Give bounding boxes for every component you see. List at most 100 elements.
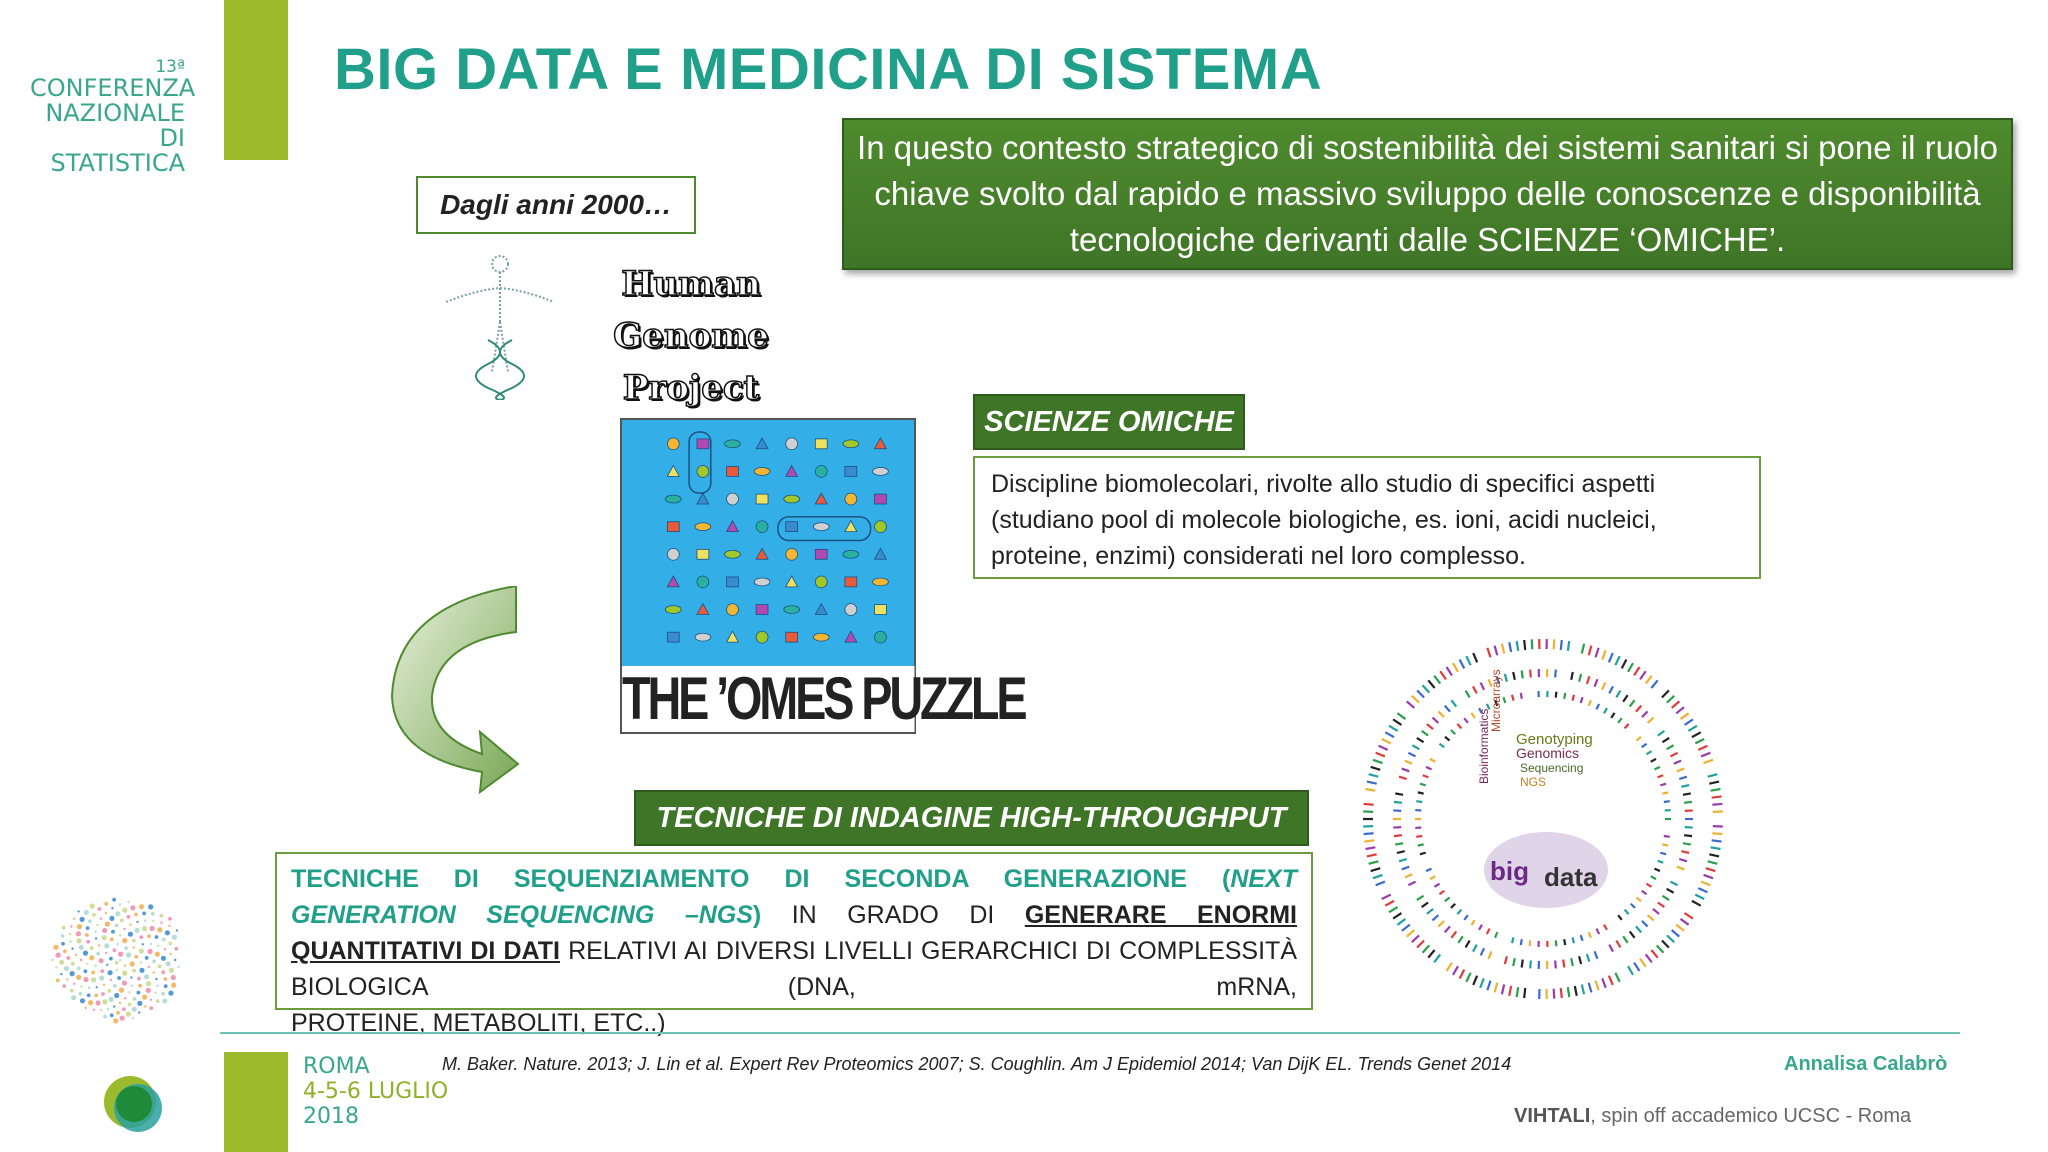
circos-tick — [1610, 712, 1616, 719]
molecule-glyph — [783, 494, 800, 504]
circos-tick — [1673, 759, 1682, 765]
circos-tick — [1388, 724, 1399, 732]
circos-tick — [1585, 676, 1591, 685]
logo-ordinal: 13ª — [155, 57, 185, 77]
pin-dot — [63, 949, 67, 954]
circos-tick — [1493, 645, 1499, 656]
circos-tick — [1552, 639, 1556, 650]
circos-tick — [1682, 842, 1691, 846]
circos-tick — [1627, 662, 1634, 673]
pin-dot — [138, 1011, 141, 1014]
circos-tick — [1421, 944, 1431, 954]
molecule-glyph — [755, 493, 769, 505]
pin-dot — [157, 927, 163, 933]
molecule-glyph — [874, 630, 887, 644]
event-year: 2018 — [303, 1104, 359, 1129]
pin-dot — [157, 964, 162, 969]
pin-dot — [142, 994, 148, 1000]
pin-dot — [139, 904, 145, 910]
pin-dot — [116, 1010, 120, 1015]
pin-dot — [108, 996, 114, 1002]
pin-dot — [156, 984, 159, 987]
word-microarrays: Microarrays — [1489, 669, 1503, 732]
circos-tick — [1661, 689, 1670, 699]
circos-tick — [1406, 929, 1416, 938]
circos-tick — [1450, 930, 1458, 939]
molecule-glyph — [842, 549, 860, 559]
circos-tick — [1607, 975, 1614, 986]
circos-tick — [1375, 751, 1386, 758]
word-data: data — [1544, 862, 1598, 892]
pin-dot — [107, 988, 112, 993]
pin-dot — [109, 937, 114, 942]
circos-tick — [1401, 767, 1410, 773]
circos-tick — [1666, 694, 1675, 704]
pin-dot — [61, 925, 66, 930]
pin-dot — [163, 948, 167, 951]
pin-dot — [71, 995, 77, 1001]
circos-tick — [1652, 908, 1660, 915]
dna-human-figure-icon — [445, 255, 555, 400]
circos-tick — [1519, 692, 1523, 700]
circos-tick — [1427, 679, 1436, 689]
scienze-omiche-definition: Discipline biomolecolari, rivolte allo s… — [973, 456, 1761, 579]
circos-tick — [1639, 957, 1647, 968]
circos-tick — [1594, 980, 1600, 991]
circos-tick — [1659, 782, 1667, 787]
molecule-glyph — [726, 492, 739, 506]
pin-dot — [76, 974, 82, 980]
pin-dot — [171, 934, 177, 940]
circos-tick — [1573, 985, 1578, 997]
pin-dot — [163, 977, 168, 981]
circos-tick — [1431, 716, 1440, 724]
circos-tick — [1646, 716, 1655, 724]
circos-tick — [1697, 887, 1708, 894]
pin-dot — [69, 988, 74, 993]
pin-dot — [89, 903, 95, 909]
pin-dot — [69, 940, 72, 943]
circos-tick — [1464, 940, 1471, 949]
molecule-glyph — [666, 575, 680, 588]
molecule-glyph — [814, 548, 828, 560]
pin-dot — [161, 991, 166, 996]
pin-dot — [149, 998, 153, 1001]
circos-tick — [1691, 731, 1702, 739]
pin-dot — [155, 999, 160, 1003]
circos-tick — [1683, 718, 1694, 726]
pin-dot — [144, 956, 149, 960]
pin-dot — [100, 1008, 103, 1012]
molecule-glyph — [844, 492, 858, 506]
pin-dot — [91, 977, 97, 983]
pin-dot — [129, 961, 135, 967]
circos-tick — [1366, 853, 1377, 858]
pin-dot — [134, 927, 140, 933]
molecule-glyph — [666, 631, 680, 643]
pin-dot — [66, 978, 69, 981]
pin-dot — [99, 975, 105, 981]
event-location-dates: ROMA 4-5-6 LUGLIO 2018 — [303, 1054, 448, 1129]
pin-dot — [69, 932, 72, 936]
pin-dot — [78, 944, 84, 950]
circos-tick — [1603, 924, 1608, 931]
human-genome-project-label: Human Genome Project — [556, 258, 826, 414]
molecule-glyph — [783, 605, 800, 614]
pin-dot — [94, 964, 97, 968]
pin-dot — [168, 967, 174, 973]
molecule-glyph — [753, 467, 771, 476]
circos-tick — [1479, 947, 1486, 956]
pin-dot — [138, 948, 144, 954]
pin-dot — [119, 1015, 125, 1021]
circos-tick — [1657, 901, 1665, 909]
circos-big-data-figure: Microarrays Bioinformatics Genotyping Ge… — [1363, 639, 1723, 999]
circos-tick — [1559, 639, 1563, 651]
circos-tick — [1641, 920, 1649, 928]
author-name: Annalisa Calabrò — [1784, 1053, 1948, 1075]
pin-dot — [154, 951, 160, 957]
scienze-omiche-label: SCIENZE OMICHE — [973, 394, 1245, 450]
circos-tick — [1629, 902, 1636, 909]
molecule-glyph — [785, 464, 799, 477]
logo-line-2: NAZIONALE — [45, 99, 185, 127]
circos-tick — [1633, 961, 1641, 972]
circos-tick — [1478, 924, 1483, 931]
molecule-glyph — [724, 439, 741, 449]
